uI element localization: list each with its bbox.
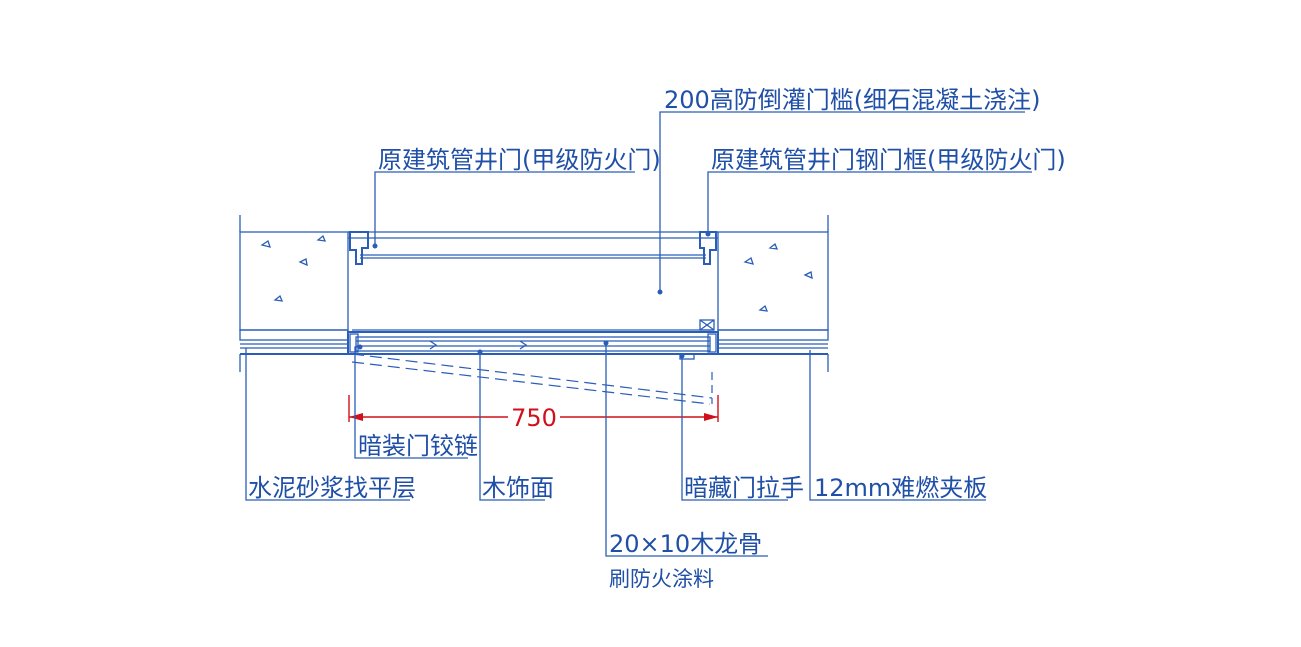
left-wall [239, 215, 349, 331]
label-wood-face: 木饰面 [482, 474, 554, 502]
label-keel: 20×10木龙骨 [609, 530, 762, 558]
label-original-frame: 原建筑管井门钢门框(甲级防火门) [711, 146, 1066, 174]
label-handle: 暗藏门拉手 [684, 474, 804, 502]
label-original-door: 原建筑管井门(甲级防火门) [378, 146, 661, 174]
steel-frame-right [699, 231, 717, 331]
dimension-label: 750 [511, 404, 557, 432]
door-swing-dashed [351, 353, 713, 405]
steel-frame-left [349, 231, 378, 265]
mortar-layer [239, 329, 829, 372]
leader-lines [245, 111, 1032, 557]
label-board: 12mm难燃夹板 [814, 474, 987, 502]
dimension-750: 750 [348, 395, 719, 432]
label-hinge: 暗装门铰链 [358, 432, 478, 460]
right-wall [717, 215, 829, 331]
label-mortar: 水泥砂浆找平层 [248, 474, 416, 502]
label-threshold: 200高防倒灌门槛(细石混凝土浇注) [664, 86, 1041, 114]
label-fire-coat: 刷防火涂料 [609, 567, 714, 591]
threshold-outline [348, 231, 718, 331]
door-leaf [347, 331, 719, 360]
